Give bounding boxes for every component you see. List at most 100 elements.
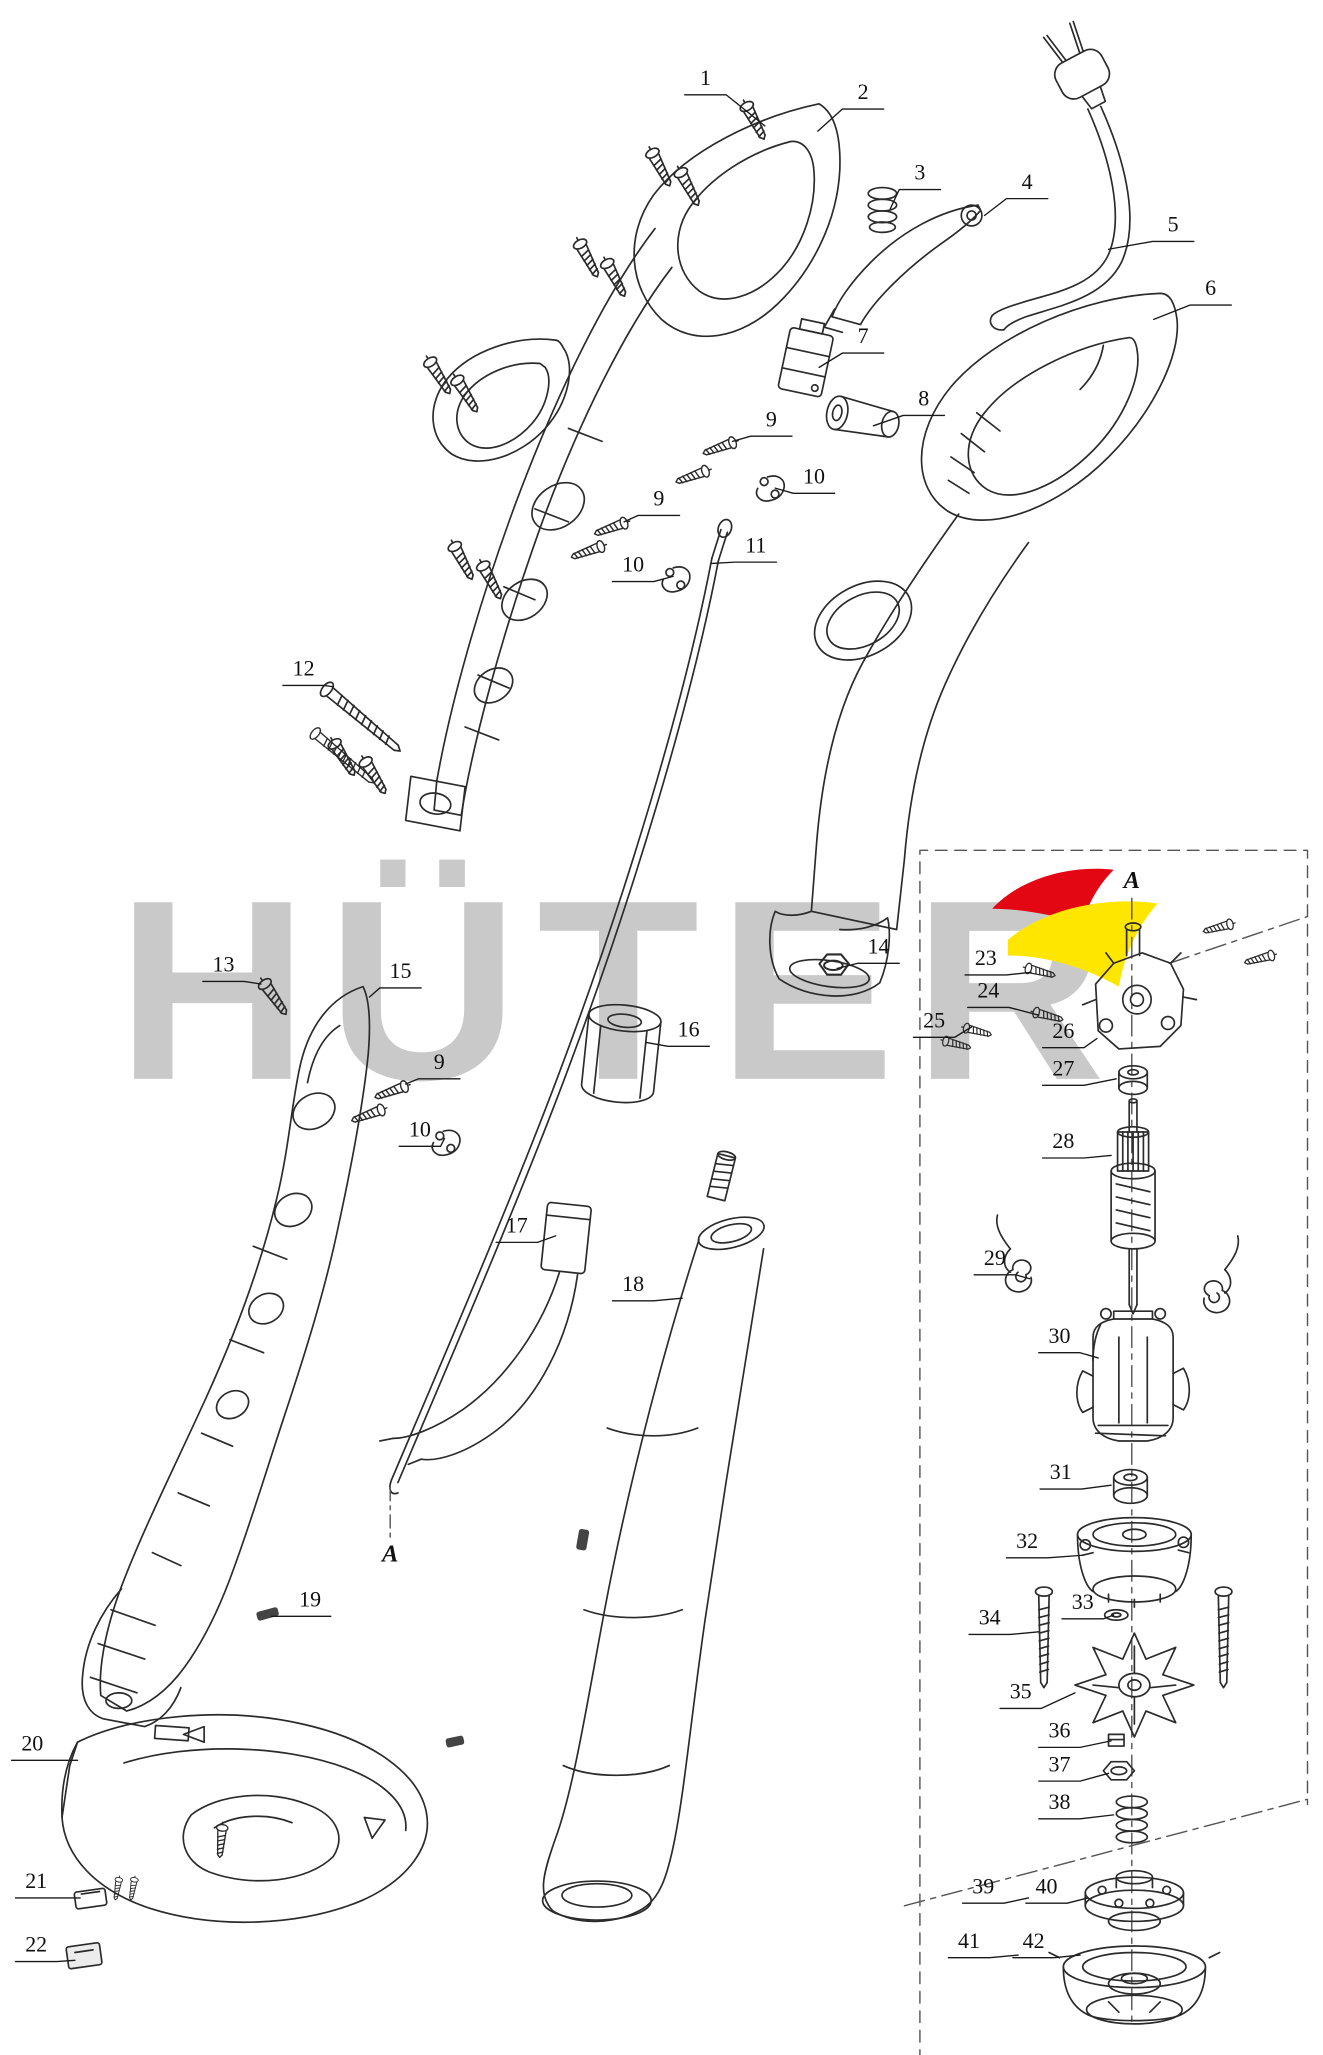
lower-shaft-housing <box>445 1150 765 1923</box>
capacitor <box>379 1201 592 1466</box>
leader-line <box>968 1631 1040 1636</box>
leader-line <box>398 1137 446 1147</box>
section-marker-2: A <box>381 1540 399 1569</box>
part-label-32: 32 <box>1016 1528 1039 1554</box>
leader-line <box>983 197 1049 217</box>
part-label-36: 36 <box>1048 1718 1071 1743</box>
leader-line <box>967 1006 1040 1016</box>
part-label-26: 26 <box>1052 1018 1075 1043</box>
leader-line <box>774 487 836 494</box>
part-label-9: 9 <box>765 406 777 432</box>
leader-line <box>1061 1614 1115 1620</box>
leader-line <box>964 971 1032 976</box>
leader-line <box>1012 1954 1081 1959</box>
part-label-37: 37 <box>1048 1751 1071 1777</box>
leader-lines <box>10 94 1232 1963</box>
leader-line <box>889 188 942 210</box>
drive-cable <box>389 518 733 1495</box>
part-label-12: 12 <box>292 656 315 681</box>
leader-line <box>202 980 262 985</box>
leader-line <box>611 1297 683 1302</box>
part-label-41: 41 <box>958 1928 980 1954</box>
section-marker-1: A <box>1123 867 1140 895</box>
shaft-nut <box>818 953 850 976</box>
hex-nut <box>1102 1760 1136 1781</box>
section-diagonal-top <box>1168 915 1309 964</box>
watermark-text: HÜTER <box>116 847 1124 1134</box>
leader-line <box>711 561 778 565</box>
part-label-34: 34 <box>978 1605 1001 1630</box>
part-label-14: 14 <box>867 933 890 959</box>
part-label-29: 29 <box>983 1245 1006 1271</box>
leader-line <box>1041 1037 1098 1049</box>
leader-line <box>817 108 885 132</box>
leader-line <box>1038 1772 1110 1782</box>
part-label-27: 27 <box>1052 1055 1075 1081</box>
part-label-13: 13 <box>212 952 235 977</box>
leader-line <box>684 94 766 127</box>
leader-line <box>961 1897 1030 1904</box>
leader-line <box>947 1954 1019 1959</box>
part-label-10: 10 <box>802 463 825 489</box>
leader-line <box>836 962 900 970</box>
leader-line <box>1153 304 1232 321</box>
part-label-16: 16 <box>677 1017 700 1042</box>
part-label-25: 25 <box>923 1007 946 1033</box>
part-label-17: 17 <box>505 1213 528 1238</box>
part-label-10: 10 <box>408 1116 431 1142</box>
leader-line <box>1005 1554 1084 1559</box>
motor-mount <box>1081 922 1198 1050</box>
part-label-15: 15 <box>389 958 412 984</box>
leader-line <box>1107 240 1195 250</box>
part-label-35: 35 <box>1009 1679 1032 1704</box>
leader-line <box>999 1692 1076 1710</box>
leader-line <box>1038 1814 1115 1820</box>
part-label-3: 3 <box>914 160 926 185</box>
leader-line <box>623 514 681 523</box>
leader-line <box>973 1274 1031 1280</box>
leader-line <box>611 575 674 583</box>
part-label-18: 18 <box>622 1271 645 1297</box>
leader-line <box>818 352 885 369</box>
part-label-39: 39 <box>972 1873 995 1899</box>
bearing-upper <box>1118 1064 1149 1096</box>
head-spring <box>1115 1795 1149 1844</box>
upper-handle-housing <box>404 103 841 832</box>
part-label-31: 31 <box>1049 1459 1072 1485</box>
blade-plate <box>65 1941 103 1970</box>
leader-line <box>1039 1484 1112 1490</box>
leader-line <box>405 1078 461 1085</box>
part-label-24: 24 <box>977 978 1000 1003</box>
part-label-40: 40 <box>1035 1873 1058 1899</box>
part-label-5: 5 <box>1167 212 1179 237</box>
leader-line <box>645 1041 710 1048</box>
leader-line <box>368 987 422 998</box>
part-label-21: 21 <box>25 1868 48 1894</box>
leader-line <box>872 414 946 427</box>
part-label-19: 19 <box>299 1586 322 1612</box>
part-label-20: 20 <box>21 1731 44 1756</box>
part-label-23: 23 <box>974 945 997 971</box>
part-label-30: 30 <box>1048 1323 1071 1349</box>
leader-line <box>1041 1078 1117 1086</box>
washer <box>1103 1608 1129 1621</box>
part-label-10: 10 <box>622 552 645 577</box>
part-label-2: 2 <box>857 79 869 105</box>
leader-line <box>912 1026 973 1038</box>
part-label-9: 9 <box>653 486 665 511</box>
leader-line <box>1038 1740 1112 1749</box>
part-label-4: 4 <box>1021 169 1033 194</box>
leader-line <box>1038 1352 1099 1359</box>
part-label-1: 1 <box>699 65 711 91</box>
motor-housing <box>1076 1516 1193 1609</box>
lower-left-housing <box>81 985 371 1728</box>
nut-small <box>1107 1733 1125 1747</box>
bearing-lower <box>1112 1468 1149 1505</box>
power-switch <box>777 318 834 398</box>
part-label-8: 8 <box>918 386 930 411</box>
right-handle-housing <box>768 292 1179 997</box>
part-label-42: 42 <box>1022 1928 1045 1954</box>
